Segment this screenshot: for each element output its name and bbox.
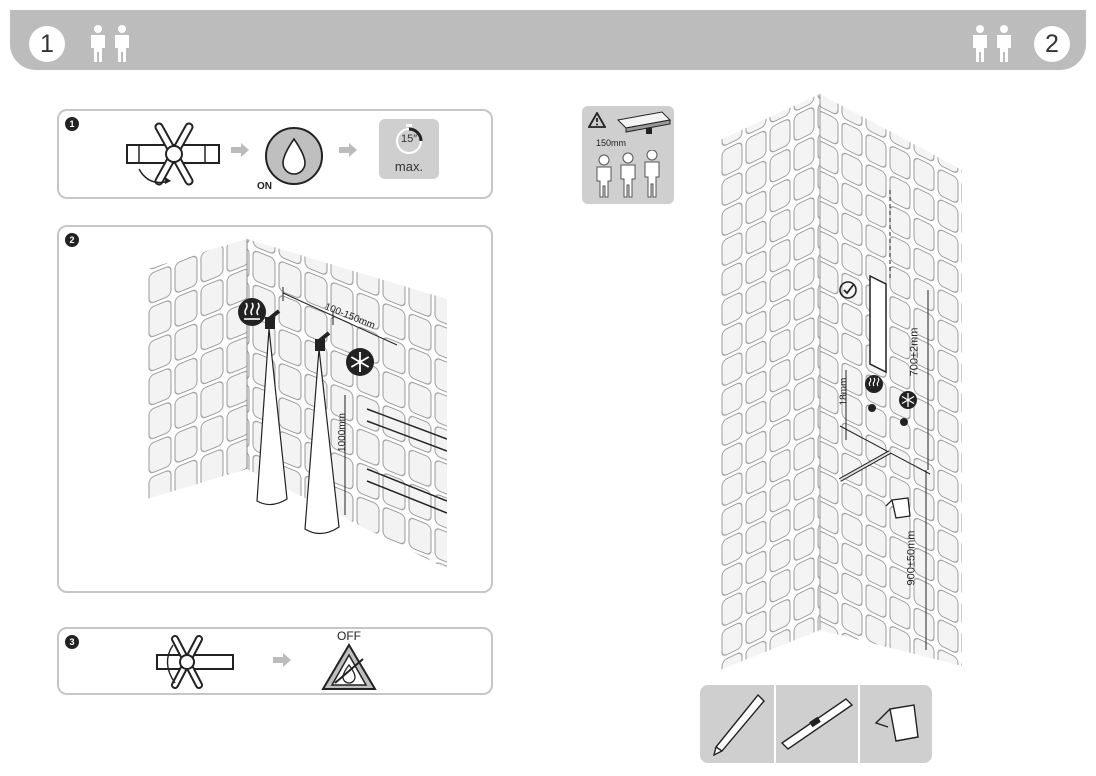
arrow-icon — [273, 653, 291, 667]
warning-icon — [588, 112, 606, 128]
timer-max-label: max. — [394, 159, 424, 174]
two-persons-icon — [973, 25, 1011, 62]
step-number-right: 2 — [1034, 26, 1070, 62]
shower-wall-illustration — [147, 239, 447, 569]
step-panel-3: 3 OFF — [57, 627, 493, 695]
cold-water-icon — [899, 391, 917, 409]
water-drop-icon — [265, 127, 323, 185]
warning-no-water-icon — [321, 643, 377, 690]
pencil-icon — [712, 693, 765, 757]
cold-water-icon — [346, 348, 374, 376]
panel-number: 2 — [65, 233, 79, 247]
tape-measure-icon — [874, 704, 919, 742]
step-panel-2: 2 100-150mm 1000m — [57, 225, 493, 593]
height-label: 1000mm — [336, 413, 348, 452]
arrow-icon — [231, 143, 249, 157]
hot-water-icon — [865, 375, 883, 393]
clearance-warning-card: 150mm — [582, 106, 674, 204]
panel-number: 3 — [65, 635, 79, 649]
height-900-label: 900±50mm — [905, 530, 918, 586]
three-persons-icon — [596, 150, 660, 198]
hot-water-icon — [238, 298, 266, 326]
step-number-left: 1 — [29, 26, 65, 62]
timer-value: 15″ — [401, 133, 418, 145]
valve-close-icon — [156, 635, 234, 689]
timer-icon — [396, 124, 423, 154]
wall-mounting-diagram — [720, 94, 962, 670]
shower-head-icon — [616, 111, 672, 134]
tools-bar — [700, 685, 932, 763]
checkmark-icon — [839, 281, 857, 299]
arrow-icon — [339, 143, 357, 157]
timer-card: 15″ max. — [379, 119, 439, 179]
panel-number: 1 — [65, 117, 79, 131]
spacing-700-label: 700±2mm — [908, 327, 921, 377]
on-label: ON — [257, 181, 272, 192]
off-label: OFF — [337, 629, 361, 643]
spirit-level-icon — [780, 698, 854, 750]
two-persons-icon — [91, 25, 129, 62]
tape-measure-icon — [885, 497, 911, 519]
clearance-label: 150mm — [596, 138, 627, 148]
header-bar: 1 2 — [10, 10, 1086, 70]
offset-18-label: 18mm — [838, 377, 850, 406]
step-panel-1: 1 ON 15″ max. — [57, 109, 493, 199]
valve-open-icon — [126, 122, 220, 186]
